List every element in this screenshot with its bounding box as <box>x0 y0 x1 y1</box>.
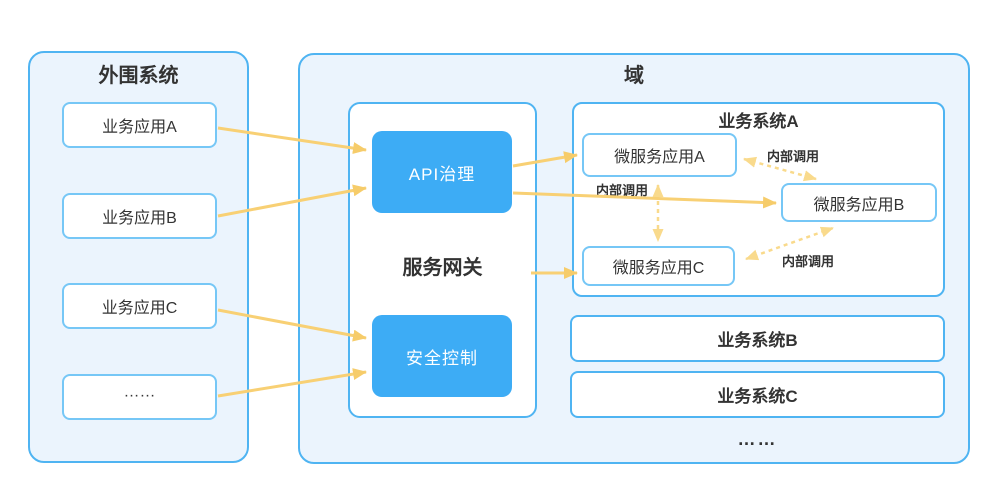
microservice-c-box: 微服务应用C <box>582 246 735 286</box>
business-app-more-box: …… <box>62 374 217 420</box>
domain-title: 域 <box>624 65 644 87</box>
business-system-b-box: 业务系统B <box>570 315 945 362</box>
business-system-c-box: 业务系统C <box>570 371 945 418</box>
domain-ellipsis: …… <box>737 429 778 449</box>
business-system-a-title: 业务系统A <box>718 112 799 131</box>
api-governance-box: API治理 <box>372 131 512 213</box>
business-app-b-box: 业务应用B <box>62 193 217 239</box>
internal-call-label-a-b: 内部调用 <box>767 149 820 164</box>
service-gateway-title: 服务网关 <box>402 257 483 279</box>
business-app-a-box: 业务应用A <box>62 102 217 148</box>
microservice-b-box: 微服务应用B <box>781 183 937 222</box>
business-app-c-box: 业务应用C <box>62 283 217 329</box>
security-control-box: 安全控制 <box>372 315 512 397</box>
internal-call-label-a-c: 内部调用 <box>596 183 649 198</box>
peripheral-systems-title: 外围系统 <box>98 65 179 87</box>
microservice-a-box: 微服务应用A <box>582 133 737 177</box>
ellipsis-text: …… <box>123 383 156 401</box>
internal-call-label-c-b: 内部调用 <box>782 254 835 269</box>
